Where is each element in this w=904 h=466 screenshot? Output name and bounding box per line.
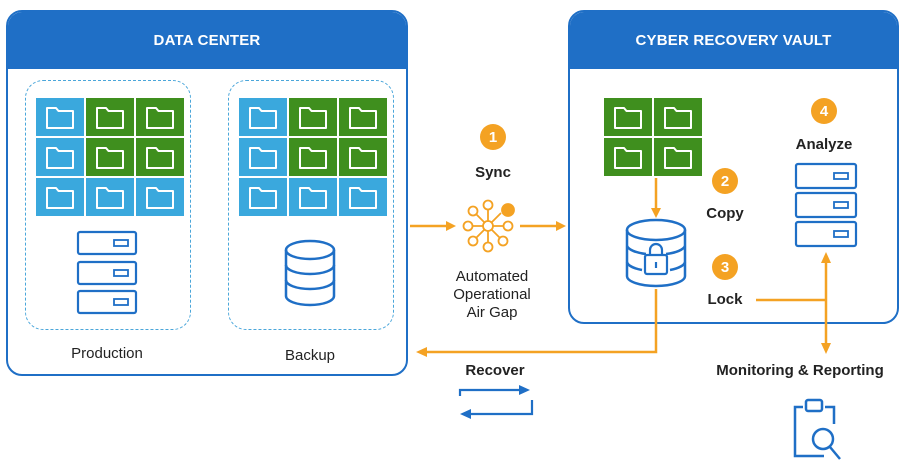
monitoring-reporting-label: Monitoring & Reporting [716, 362, 884, 379]
step-2-badge: 2 [712, 168, 738, 194]
step-3-badge: 3 [712, 254, 738, 280]
vault-folder-icon [604, 98, 652, 136]
production-folder-icon [36, 98, 84, 136]
production-folder-icon [136, 178, 184, 216]
analyze-server-icon [794, 162, 858, 190]
analyze-server-icon [794, 220, 858, 248]
backup-database-icon [284, 239, 336, 307]
vault-folder-icon [654, 138, 702, 176]
backup-folder-icon [289, 178, 337, 216]
air-gap-line1: Automated [455, 268, 529, 285]
analyze-server-icon [794, 191, 858, 219]
copy-label: Copy [706, 205, 744, 222]
recover-arrows-icon [458, 385, 534, 419]
analyze-label: Analyze [795, 136, 853, 153]
vault-title: CYBER RECOVERY VAULT [570, 12, 897, 69]
vault-database-lock-icon [625, 218, 687, 288]
production-folder-icon [86, 178, 134, 216]
production-label: Production [71, 345, 143, 362]
production-folder-icon [86, 138, 134, 176]
production-folder-icon [36, 138, 84, 176]
clipboard-search-icon [793, 398, 841, 460]
production-folder-icon [136, 98, 184, 136]
production-folder-icon [36, 178, 84, 216]
vault-folder-icon [604, 138, 652, 176]
backup-folder-icon [289, 98, 337, 136]
step-4-badge: 4 [811, 98, 837, 124]
backup-folder-icon [239, 178, 287, 216]
backup-group [228, 80, 394, 330]
backup-folder-icon [339, 98, 387, 136]
backup-folder-icon [339, 138, 387, 176]
production-server-icon [76, 260, 138, 286]
production-folder-icon [86, 98, 134, 136]
backup-label: Backup [284, 347, 336, 364]
recover-label: Recover [465, 362, 525, 379]
production-folder-icon [136, 138, 184, 176]
data-center-title: DATA CENTER [8, 12, 406, 69]
step-1-badge: 1 [480, 124, 506, 150]
air-gap-line3: Air Gap [466, 304, 518, 321]
backup-folder-icon [289, 138, 337, 176]
vault-folder-icon [654, 98, 702, 136]
sync-label: Sync [475, 164, 511, 181]
lock-label: Lock [707, 291, 743, 308]
production-group [25, 80, 191, 330]
production-server-icon [76, 289, 138, 315]
backup-folder-icon [239, 98, 287, 136]
air-gap-line2: Operational [453, 286, 531, 303]
production-server-icon [76, 230, 138, 256]
backup-folder-icon [339, 178, 387, 216]
network-icon [462, 199, 515, 253]
sync-arrows [410, 178, 831, 357]
backup-folder-icon [239, 138, 287, 176]
